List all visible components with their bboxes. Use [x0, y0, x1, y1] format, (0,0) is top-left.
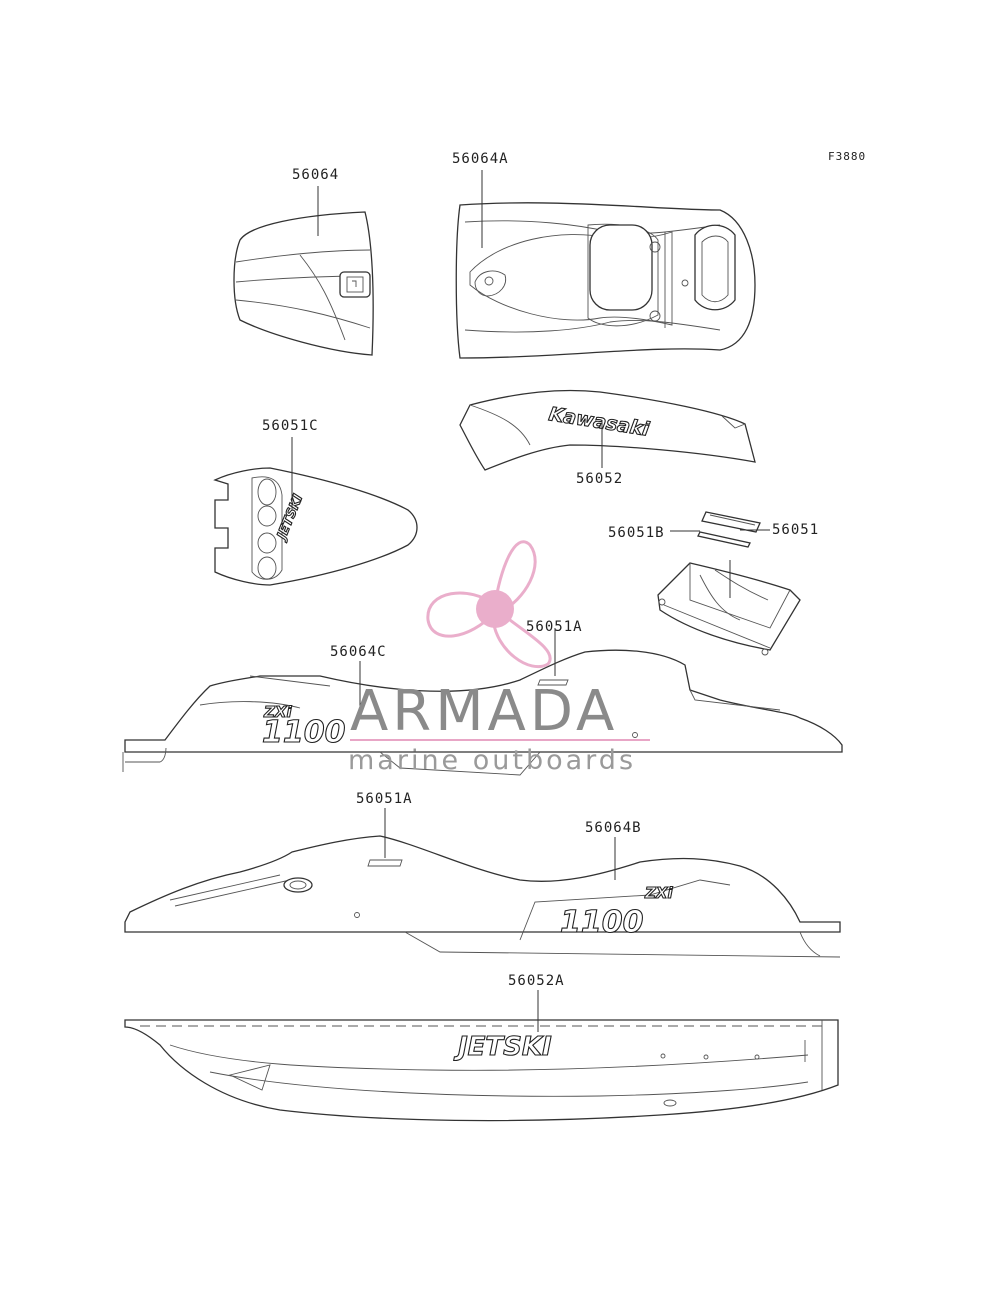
front-hood-drawing	[233, 211, 374, 356]
deck-top-drawing	[455, 202, 756, 359]
part-label-56064: 56064	[292, 167, 339, 183]
watermark-brand: ARMADA	[350, 679, 618, 744]
jetski-hull-decal: JETSKI	[453, 1032, 552, 1062]
part-label-56064B: 56064B	[585, 820, 642, 836]
part-label-56051B: 56051B	[608, 525, 665, 541]
propeller-logo-icon	[426, 540, 552, 669]
part-label-56051: 56051	[772, 522, 819, 538]
right-1100-decal: 1100	[560, 905, 644, 940]
right-zxi-decal: ZXi	[644, 884, 673, 902]
part-label-56051A-top: 56051A	[526, 619, 583, 635]
part-label-56051C: 56051C	[262, 418, 319, 434]
lower-hull-drawing: JETSKI	[124, 1019, 839, 1122]
hull-side-left-drawing: 1100 ZXi	[122, 649, 843, 776]
armada-watermark: ARMADA marine outboards	[348, 540, 650, 776]
watermark-tagline: marine outboards	[348, 745, 636, 776]
hull-side-right-drawing: 1100 ZXi	[124, 835, 841, 958]
rear-deck-drawing: JETSKI	[213, 467, 418, 586]
part-label-56052: 56052	[576, 471, 623, 487]
part-label-56051A-mid: 56051A	[356, 791, 413, 807]
figure-code: F3880	[828, 150, 866, 163]
kawasaki-panel-drawing: Kawasaki	[459, 389, 756, 471]
part-label-56052A: 56052A	[508, 973, 565, 989]
left-1100-decal: 1100	[262, 715, 346, 750]
left-zxi-decal: ZXi	[263, 703, 292, 721]
part-label-56064A: 56064A	[452, 151, 509, 167]
engine-cover-drawing	[657, 511, 801, 656]
part-label-56064C: 56064C	[330, 644, 387, 660]
